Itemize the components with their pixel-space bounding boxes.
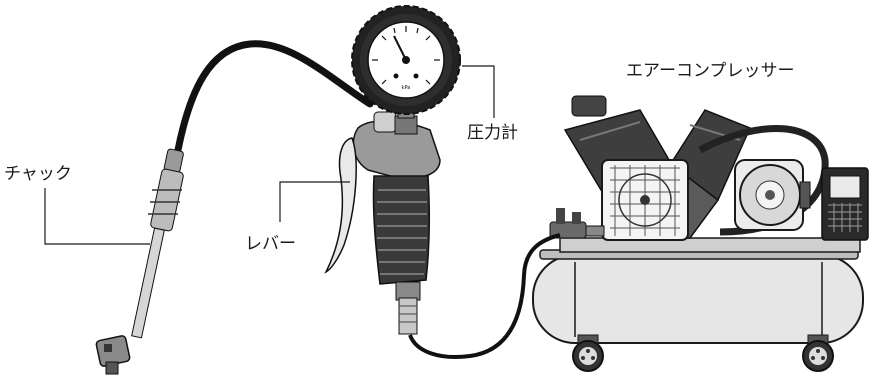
supply-hose [408,233,561,359]
pressure-gauge: kPa [351,5,461,115]
lever-handle [324,137,357,274]
grip [372,175,431,285]
chuck-label: チャック [4,164,72,184]
chuck-hose [174,40,374,154]
gauge-unit: kPa [402,85,411,91]
lever-leader [279,181,350,222]
gauge-ticks [372,26,440,85]
electric-motor [734,159,811,231]
air-tank [532,254,864,344]
left-wheel [572,340,604,372]
leader-lines [44,65,495,245]
chuck-assembly [95,148,184,375]
control-box [821,167,869,241]
compressor-label: エアーコンプレッサー [626,61,794,81]
air-compressor [532,95,869,372]
gauge-needle [393,35,407,61]
chuck-head [95,335,131,375]
gauge-label: 圧力計 [467,123,518,143]
inflator-gun [324,103,441,335]
chuck-leader [44,188,150,245]
lever-label: レバー [245,234,296,254]
gauge-leader [462,65,495,118]
right-wheel [802,340,834,372]
fan-guard [601,159,689,241]
